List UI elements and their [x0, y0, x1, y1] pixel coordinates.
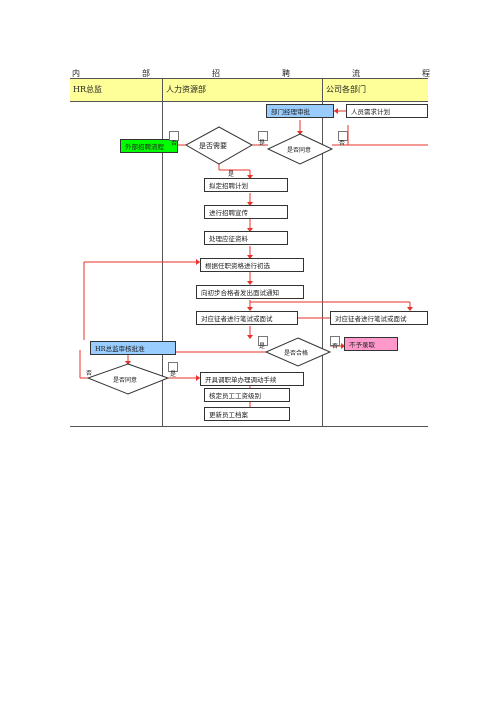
is-agreed-top-label: 是否同意 [287, 147, 312, 154]
title-char-4: 聘 [282, 69, 290, 78]
title-char-3: 招 [212, 69, 220, 78]
interview-dept-box: 对应征者进行笔试或面试 [330, 311, 428, 325]
title-char-6: 程 [422, 69, 430, 78]
bottom-border [70, 426, 428, 427]
dept-manager-approval-box: 部门经理审批 [266, 104, 334, 118]
title-char-2: 部 [142, 69, 150, 78]
column-header-departments: 公司各部门 [326, 85, 366, 94]
edge-label-yes-2: 是 [228, 171, 235, 178]
is-qualified-diamond [264, 337, 332, 367]
hr-approval-box: HR总监审核批准 [90, 341, 176, 355]
notify-box: 向初步合格者发出面试通知 [196, 285, 304, 299]
lane-divider-1 [162, 78, 163, 426]
interview-hr-box: 对应征者进行笔试或面试 [196, 311, 298, 325]
edge-label-yes-4: 是 [170, 371, 177, 378]
is-agreed-top-diamond [266, 133, 334, 165]
is-qualified-label: 是否合格 [284, 350, 309, 357]
update-file-box: 更新员工档案 [204, 407, 290, 421]
note-box-3 [338, 131, 348, 141]
note-box-6 [168, 362, 178, 372]
edge-label-no-4: 否 [86, 370, 93, 377]
transfer-procedure-box: 开具调职单办理调动手续 [200, 372, 304, 386]
edge-label-no-1: 否 [171, 140, 178, 147]
external-recruit-box: 外部招聘流程 [120, 139, 178, 153]
edge-label-yes-3: 是 [259, 343, 266, 350]
is-needed-label: 是否需要 [199, 142, 227, 150]
is-needed-diamond [184, 126, 254, 165]
title-char-5: 流 [352, 69, 360, 78]
edge-label-no-2: 否 [339, 140, 346, 147]
edge-label-no-3: 否 [332, 343, 339, 350]
edge-label-yes-1: 是 [259, 140, 266, 147]
is-agreed-bottom-diamond [86, 363, 170, 395]
set-salary-box: 核定员工工资级别 [204, 388, 290, 402]
column-header-hr-director: HR总监 [73, 85, 102, 94]
make-plan-box: 拟定招聘计划 [204, 178, 288, 192]
manpower-request-plan-box: 人员需求计划 [346, 104, 428, 118]
publicity-box: 进行招聘宣传 [204, 205, 288, 219]
note-box-5 [330, 336, 340, 346]
process-applications-box: 处理应征资料 [204, 231, 288, 245]
note-box-2 [258, 131, 268, 141]
column-header-hr-dept: 人力资源部 [166, 85, 206, 94]
note-box-4 [258, 336, 268, 346]
title-char-1: 内 [72, 69, 80, 78]
not-hired-box: 不予录取 [344, 337, 398, 351]
screening-box: 根据任职资格进行初选 [200, 258, 304, 272]
is-agreed-bottom-label: 是否同意 [113, 377, 138, 384]
note-box-1 [169, 131, 179, 141]
header-band [70, 78, 428, 102]
lane-divider-2 [322, 78, 323, 426]
